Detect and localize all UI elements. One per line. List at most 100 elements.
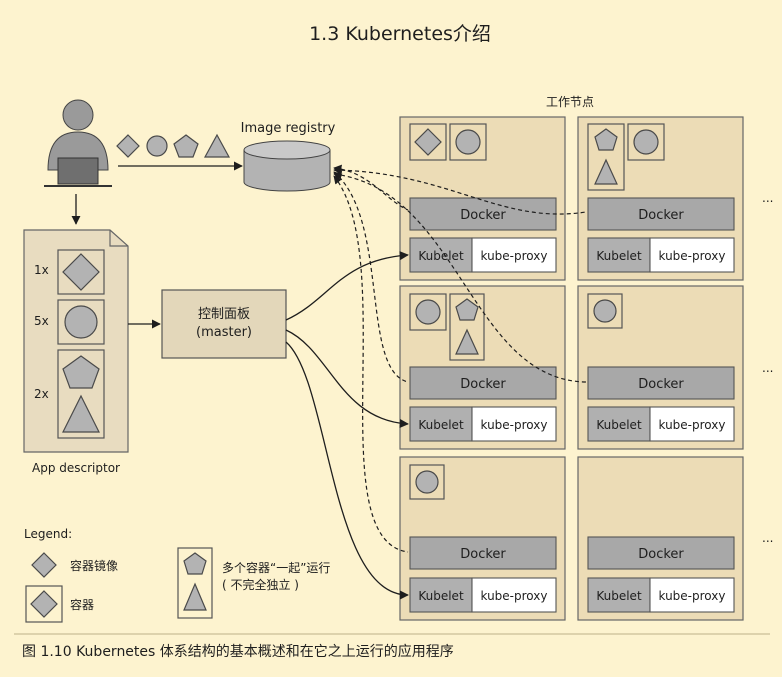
kube-proxy-label: kube-proxy: [659, 249, 726, 263]
docker-label: Docker: [460, 377, 506, 392]
circle-icon: [455, 129, 481, 155]
user-icon: [44, 99, 112, 187]
figure-caption: 图 1.10 Kubernetes 体系结构的基本概述和在它之上运行的应用程序: [22, 643, 454, 660]
docker-box: [409, 197, 557, 231]
docker-label: Docker: [460, 208, 506, 223]
kube-proxy-label: kube-proxy: [659, 589, 726, 603]
control-to-kubelet-arrow: [285, 329, 409, 429]
control-to-kubelet-arrow: [285, 251, 409, 321]
kube-proxy-box: [649, 406, 735, 442]
kube-proxy-label: kube-proxy: [481, 249, 548, 263]
legend-container-label: 容器: [70, 597, 94, 612]
container-group-box: [449, 293, 485, 361]
descriptor-row-2: [57, 299, 105, 345]
circle-icon: [633, 129, 659, 155]
container-group-box: [587, 123, 625, 191]
section-heading: 1.3 Kubernetes介绍: [309, 23, 491, 45]
diamond-icon: [62, 253, 100, 291]
kubelet-box: [587, 577, 651, 613]
container-box: [627, 123, 665, 161]
more-nodes-indicator: ...: [762, 531, 773, 545]
docker-box: [409, 366, 557, 400]
docker-box: [587, 197, 735, 231]
container-box: [409, 123, 447, 161]
kubelet-label: Kubelet: [418, 589, 464, 603]
row-count-5x: 5x: [34, 314, 49, 328]
docker-label: Docker: [638, 377, 684, 392]
control-to-kubelet-arrow: [285, 341, 409, 600]
pentagon-icon: [62, 355, 100, 389]
legend-image-label: 容器镜像: [70, 558, 118, 573]
kube-proxy-label: kube-proxy: [481, 589, 548, 603]
triangle-icon: [455, 328, 479, 355]
container-box: [409, 464, 445, 500]
worker-nodes-label: 工作节点: [546, 95, 594, 109]
image-pull-dashed-arrow: [333, 171, 409, 383]
legend-group-line2: ( 不完全独立 ): [222, 577, 299, 592]
legend-group-line1: 多个容器“一起”运行: [222, 560, 330, 575]
triangle-icon: [203, 133, 231, 158]
image-registry-label: Image registry: [241, 121, 336, 136]
container-box: [587, 293, 623, 329]
descriptor-row-3: [57, 349, 105, 439]
container-box: [409, 293, 447, 331]
triangle-icon: [183, 582, 207, 611]
database-icon: [243, 140, 331, 192]
image-pull-dashed-arrow: [333, 165, 587, 215]
pentagon-icon: [594, 128, 618, 151]
kubelet-label: Kubelet: [418, 418, 464, 432]
more-nodes-indicator: ...: [762, 361, 773, 375]
image-shapes-row: [116, 133, 231, 158]
app-descriptor-label: App descriptor: [32, 461, 120, 475]
diamond-icon: [414, 128, 442, 156]
kubelet-label: Kubelet: [596, 249, 642, 263]
kubelet-box: [409, 237, 473, 273]
container-box: [25, 585, 63, 623]
pentagon-icon: [455, 298, 479, 321]
control-plane-title: 控制面板: [198, 307, 250, 322]
circle-icon: [415, 470, 439, 494]
kube-proxy-label: kube-proxy: [481, 418, 548, 432]
control-plane-box: [161, 289, 287, 359]
docker-box: [409, 536, 557, 570]
kube-proxy-box: [471, 237, 557, 273]
pentagon-icon: [173, 134, 199, 158]
triangle-icon: [594, 158, 618, 185]
docker-label: Docker: [460, 547, 506, 562]
container-box: [449, 123, 487, 161]
docker-box: [587, 536, 735, 570]
kubelet-box: [409, 406, 473, 442]
diamond-icon: [31, 552, 57, 578]
app-descriptor: 1x 5x 2x: [23, 229, 129, 453]
kube-proxy-label: kube-proxy: [659, 418, 726, 432]
image-pull-dashed-arrow: [333, 175, 409, 553]
kube-proxy-box: [649, 237, 735, 273]
image-pull-dashed-arrow: [333, 164, 409, 211]
legend-title: Legend:: [24, 527, 72, 541]
circle-icon: [146, 135, 168, 157]
row-count-2x: 2x: [34, 387, 49, 401]
pentagon-icon: [183, 552, 207, 575]
docker-label: Docker: [638, 208, 684, 223]
kube-proxy-box: [649, 577, 735, 613]
kube-proxy-box: [471, 406, 557, 442]
diamond-icon: [30, 590, 58, 618]
docker-label: Docker: [638, 547, 684, 562]
control-plane-subtitle: (master): [196, 325, 252, 340]
descriptor-row-1: [57, 249, 105, 295]
circle-icon: [593, 299, 617, 323]
row-count-1x: 1x: [34, 263, 49, 277]
kubelet-label: Kubelet: [596, 589, 642, 603]
image-pull-dashed-arrow: [333, 170, 587, 383]
container-group-box: [177, 547, 213, 619]
docker-box: [587, 366, 735, 400]
circle-icon: [415, 299, 441, 325]
circle-icon: [64, 305, 98, 339]
more-nodes-indicator: ...: [762, 191, 773, 205]
kube-proxy-box: [471, 577, 557, 613]
triangle-icon: [62, 394, 100, 433]
kubelet-label: Kubelet: [596, 418, 642, 432]
kubelet-label: Kubelet: [418, 249, 464, 263]
